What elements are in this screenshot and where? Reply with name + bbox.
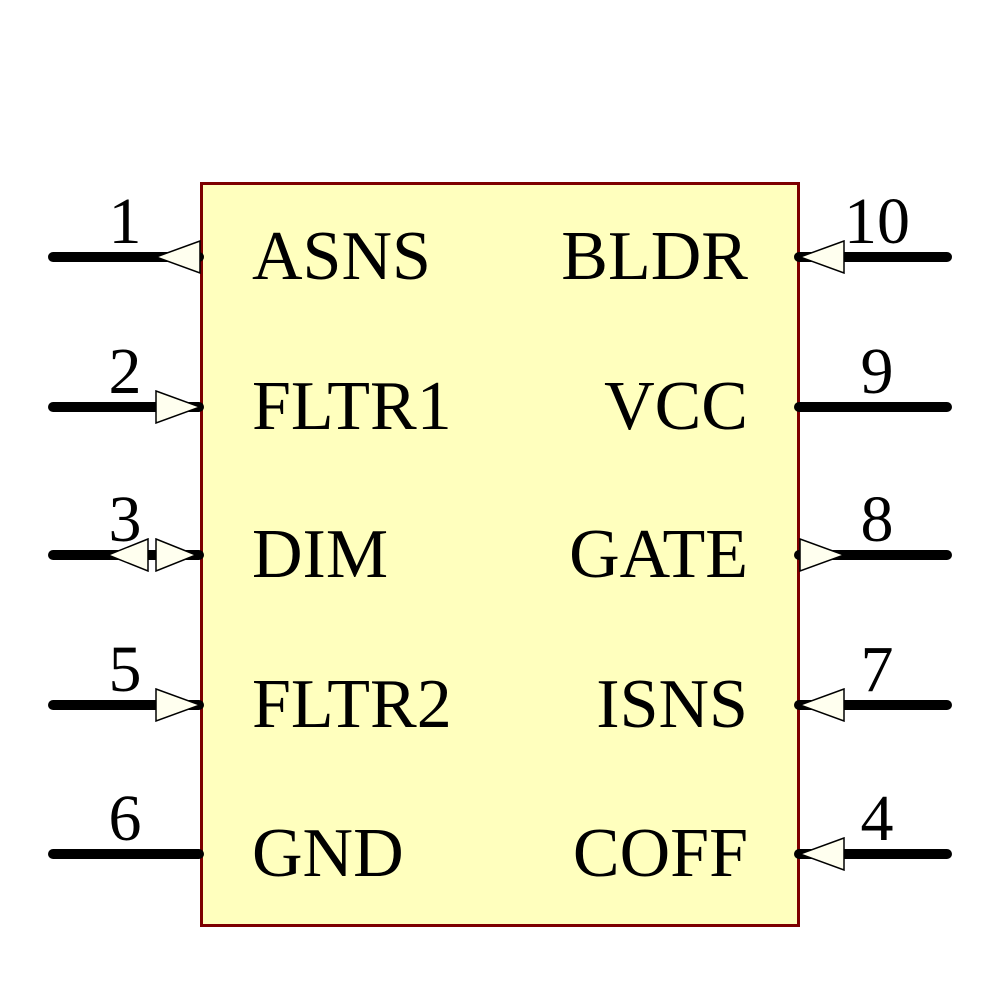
pin-label: VCC bbox=[604, 368, 748, 445]
pin-label: COFF bbox=[572, 815, 748, 892]
arrow-left-icon bbox=[799, 240, 845, 274]
arrow-right-icon bbox=[155, 688, 201, 722]
pin-number: 10 bbox=[844, 185, 910, 258]
arrow-right-icon bbox=[155, 390, 201, 424]
pin-wire-5 bbox=[48, 700, 204, 710]
pin-label: BLDR bbox=[561, 218, 748, 295]
arrow-left-icon bbox=[155, 240, 201, 274]
pin-wire-7 bbox=[794, 700, 952, 710]
pin-wire-10 bbox=[794, 252, 952, 262]
pin-wire-6 bbox=[48, 849, 204, 859]
pin-number: 5 bbox=[108, 633, 142, 706]
pin-wire-2 bbox=[48, 402, 204, 412]
chip-body bbox=[200, 182, 800, 927]
arrow-bidirectional-icon bbox=[106, 538, 198, 572]
pin-wire-8 bbox=[794, 550, 952, 560]
pin-number: 8 bbox=[860, 483, 894, 556]
arrow-left-icon bbox=[799, 688, 845, 722]
pin-number: 3 bbox=[108, 483, 142, 556]
pin-label: DIM bbox=[252, 516, 389, 593]
pin-label: FLTR2 bbox=[252, 666, 452, 743]
pin-label: ASNS bbox=[252, 218, 431, 295]
pin-number: 7 bbox=[860, 633, 894, 706]
pin-wire-9 bbox=[794, 402, 952, 412]
pin-number: 1 bbox=[108, 185, 142, 258]
pin-label: GATE bbox=[569, 516, 748, 593]
pin-number: 9 bbox=[860, 335, 894, 408]
pin-label: FLTR1 bbox=[252, 368, 452, 445]
pin-number: 4 bbox=[860, 782, 894, 855]
pin-number: 6 bbox=[108, 782, 142, 855]
pin-wire-1 bbox=[48, 252, 204, 262]
arrow-left-icon bbox=[799, 837, 845, 871]
arrow-right-icon bbox=[799, 538, 845, 572]
pin-label: ISNS bbox=[596, 666, 748, 743]
pin-label: GND bbox=[252, 815, 404, 892]
pin-wire-4 bbox=[794, 849, 952, 859]
pin-number: 2 bbox=[108, 335, 142, 408]
